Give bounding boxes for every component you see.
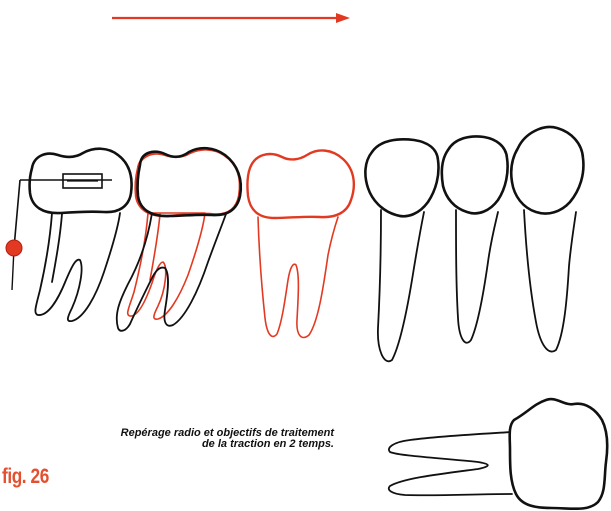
horizontal-molar — [389, 399, 607, 509]
caption-line-2: de la traction en 2 temps. — [121, 439, 334, 450]
premolar-2 — [442, 136, 508, 342]
figure-caption: Repérage radio et objectifs de traitemen… — [121, 428, 334, 450]
tooth-with-bracket — [6, 149, 132, 321]
target-tooth-position-2 — [247, 150, 353, 337]
premolar-1 — [365, 139, 438, 361]
figure-number-label: fig. 26 — [2, 465, 49, 489]
traction-anchor-dot — [6, 240, 22, 256]
traction-direction-arrow — [112, 13, 350, 23]
canine — [511, 127, 583, 351]
